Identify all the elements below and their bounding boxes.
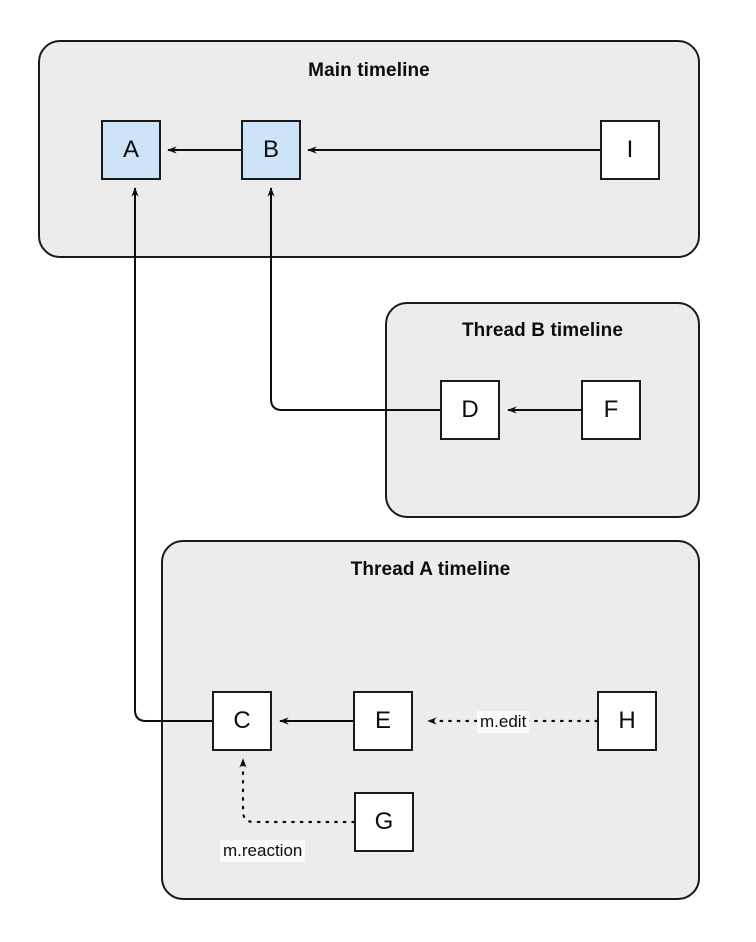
node-a[interactable]: A xyxy=(101,120,161,180)
node-g-label: G xyxy=(374,808,394,835)
node-f-label: F xyxy=(603,396,619,423)
node-e-label: E xyxy=(374,707,391,734)
node-e[interactable]: E xyxy=(353,691,413,751)
edge-d-to-b xyxy=(267,187,440,411)
group-thread-b-timeline-title: Thread B timeline xyxy=(461,320,624,341)
node-f[interactable]: F xyxy=(581,380,641,440)
node-i[interactable]: I xyxy=(600,120,660,180)
node-c[interactable]: C xyxy=(212,691,272,751)
node-g[interactable]: G xyxy=(354,792,414,852)
node-c-label: C xyxy=(233,707,251,734)
node-d-label: D xyxy=(461,396,479,423)
edge-g-to-c-m-reaction xyxy=(239,757,356,824)
edge-c-to-a xyxy=(131,187,212,722)
node-h-label: H xyxy=(618,707,636,734)
node-i-label: I xyxy=(626,136,634,163)
node-b[interactable]: B xyxy=(241,120,301,180)
node-a-label: A xyxy=(122,136,139,163)
node-b-label: B xyxy=(262,136,279,163)
group-main-timeline-title: Main timeline xyxy=(308,60,430,81)
node-h[interactable]: H xyxy=(597,691,657,751)
group-thread-a-timeline-title: Thread A timeline xyxy=(350,559,511,580)
edge-label-m-reaction: m.reaction xyxy=(220,840,306,862)
node-d[interactable]: D xyxy=(440,380,500,440)
edge-label-m-edit: m.edit xyxy=(477,711,530,733)
